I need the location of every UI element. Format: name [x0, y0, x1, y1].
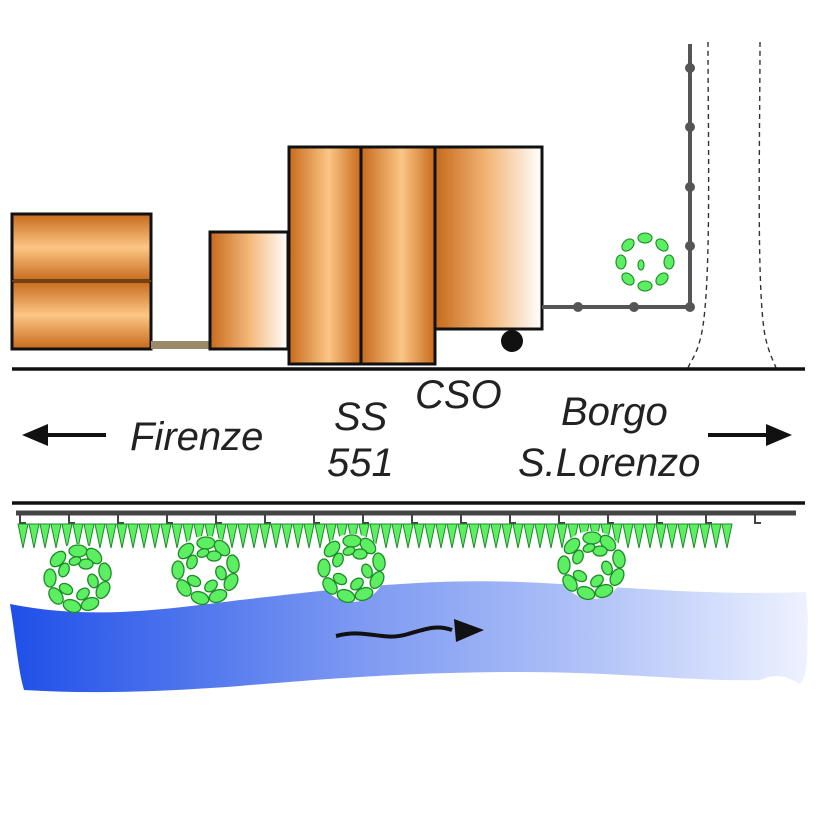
grass-blade — [721, 523, 733, 549]
grass-blade — [622, 523, 634, 549]
grass-blade — [171, 523, 183, 549]
embankment-post — [19, 515, 26, 524]
side-road-outline — [687, 41, 777, 369]
grass-blade — [193, 523, 205, 549]
grass-blade — [413, 523, 425, 549]
grass-blade — [61, 523, 73, 549]
embankment-post — [754, 515, 761, 524]
grass-blade — [644, 523, 656, 549]
grass-blade — [237, 523, 249, 549]
grass-blade — [699, 523, 711, 549]
grass-blade — [325, 523, 337, 549]
grass-blade — [292, 523, 304, 549]
grass-blade — [281, 523, 293, 549]
grass-blade — [457, 523, 469, 549]
grass-blade — [160, 523, 172, 549]
grass-blade — [380, 523, 392, 549]
grass-blade — [611, 523, 623, 549]
grass-blade — [226, 523, 238, 549]
embankment-post — [460, 515, 467, 524]
grass-blade — [116, 523, 128, 549]
river-flow-arrow-icon — [335, 625, 453, 639]
grass-blade — [215, 523, 227, 549]
grass-blade — [710, 523, 722, 549]
shrub-icon — [171, 535, 242, 608]
grass-blade — [50, 523, 62, 549]
embankment-post — [362, 515, 369, 524]
grass-fringe — [17, 523, 733, 549]
label-road-551: 551 — [327, 441, 394, 485]
grass-blade — [633, 523, 645, 549]
embankment-post — [558, 515, 565, 524]
embankment-post — [656, 515, 663, 524]
grass-blade — [468, 523, 480, 549]
grass-blade — [490, 523, 502, 549]
embankment-post — [264, 515, 271, 524]
grass-blade — [314, 523, 326, 549]
grass-blade — [39, 523, 51, 549]
embankment-post — [509, 515, 516, 524]
arrow-left-icon — [22, 424, 106, 446]
grass-blade — [523, 523, 535, 549]
grass-blade — [688, 523, 700, 549]
grass-blade — [534, 523, 546, 549]
grass-blade — [105, 523, 117, 549]
grass-blade — [72, 523, 84, 549]
grass-blade — [655, 523, 667, 549]
grass-blade — [435, 523, 447, 549]
building-tall — [287, 145, 437, 366]
grass-blade — [402, 523, 414, 549]
embankment-posts — [19, 515, 761, 524]
label-road-ss: SS — [334, 395, 388, 439]
grass-blade — [204, 523, 216, 549]
embankment-post — [313, 515, 320, 524]
label-s-lorenzo: S.Lorenzo — [518, 441, 700, 485]
grass-blade — [303, 523, 315, 549]
embankment-post — [117, 515, 124, 524]
embankment-post — [411, 515, 418, 524]
building-small — [208, 230, 290, 351]
grass-blade — [501, 523, 513, 549]
grass-blade — [512, 523, 524, 549]
embankment-post — [166, 515, 173, 524]
grass-blade — [248, 523, 260, 549]
grass-blade — [391, 523, 403, 549]
embankment-post — [607, 515, 614, 524]
grass-blade — [479, 523, 491, 549]
grass-blade — [424, 523, 436, 549]
embankment-post — [705, 515, 712, 524]
grass-blade — [127, 523, 139, 549]
grass-blade — [28, 523, 40, 549]
shrub-icon — [615, 232, 675, 292]
building-cso — [433, 145, 544, 352]
grass-blade — [17, 523, 29, 549]
embankment-post — [68, 515, 75, 524]
grass-blade — [182, 523, 194, 549]
grass-blade — [138, 523, 150, 549]
grass-blade — [149, 523, 161, 549]
grass-blade — [556, 523, 568, 549]
grass-blade — [83, 523, 95, 549]
label-cso: CSO — [415, 373, 502, 417]
grass-blade — [270, 523, 282, 549]
grass-blade — [446, 523, 458, 549]
grass-blade — [666, 523, 678, 549]
label-firenze: Firenze — [130, 415, 263, 459]
grass-blade — [677, 523, 689, 549]
embankment-post — [215, 515, 222, 524]
grass-blade — [94, 523, 106, 549]
building-left — [10, 212, 153, 351]
grass-blade — [259, 523, 271, 549]
label-borgo: Borgo — [561, 390, 668, 434]
link-pipe — [151, 341, 210, 349]
pipeline-nodes — [573, 63, 695, 312]
grass-blade — [545, 523, 557, 549]
arrow-right-icon — [708, 424, 792, 446]
river — [10, 581, 808, 693]
grass-blade — [369, 523, 381, 549]
shrub-icon — [43, 543, 114, 616]
